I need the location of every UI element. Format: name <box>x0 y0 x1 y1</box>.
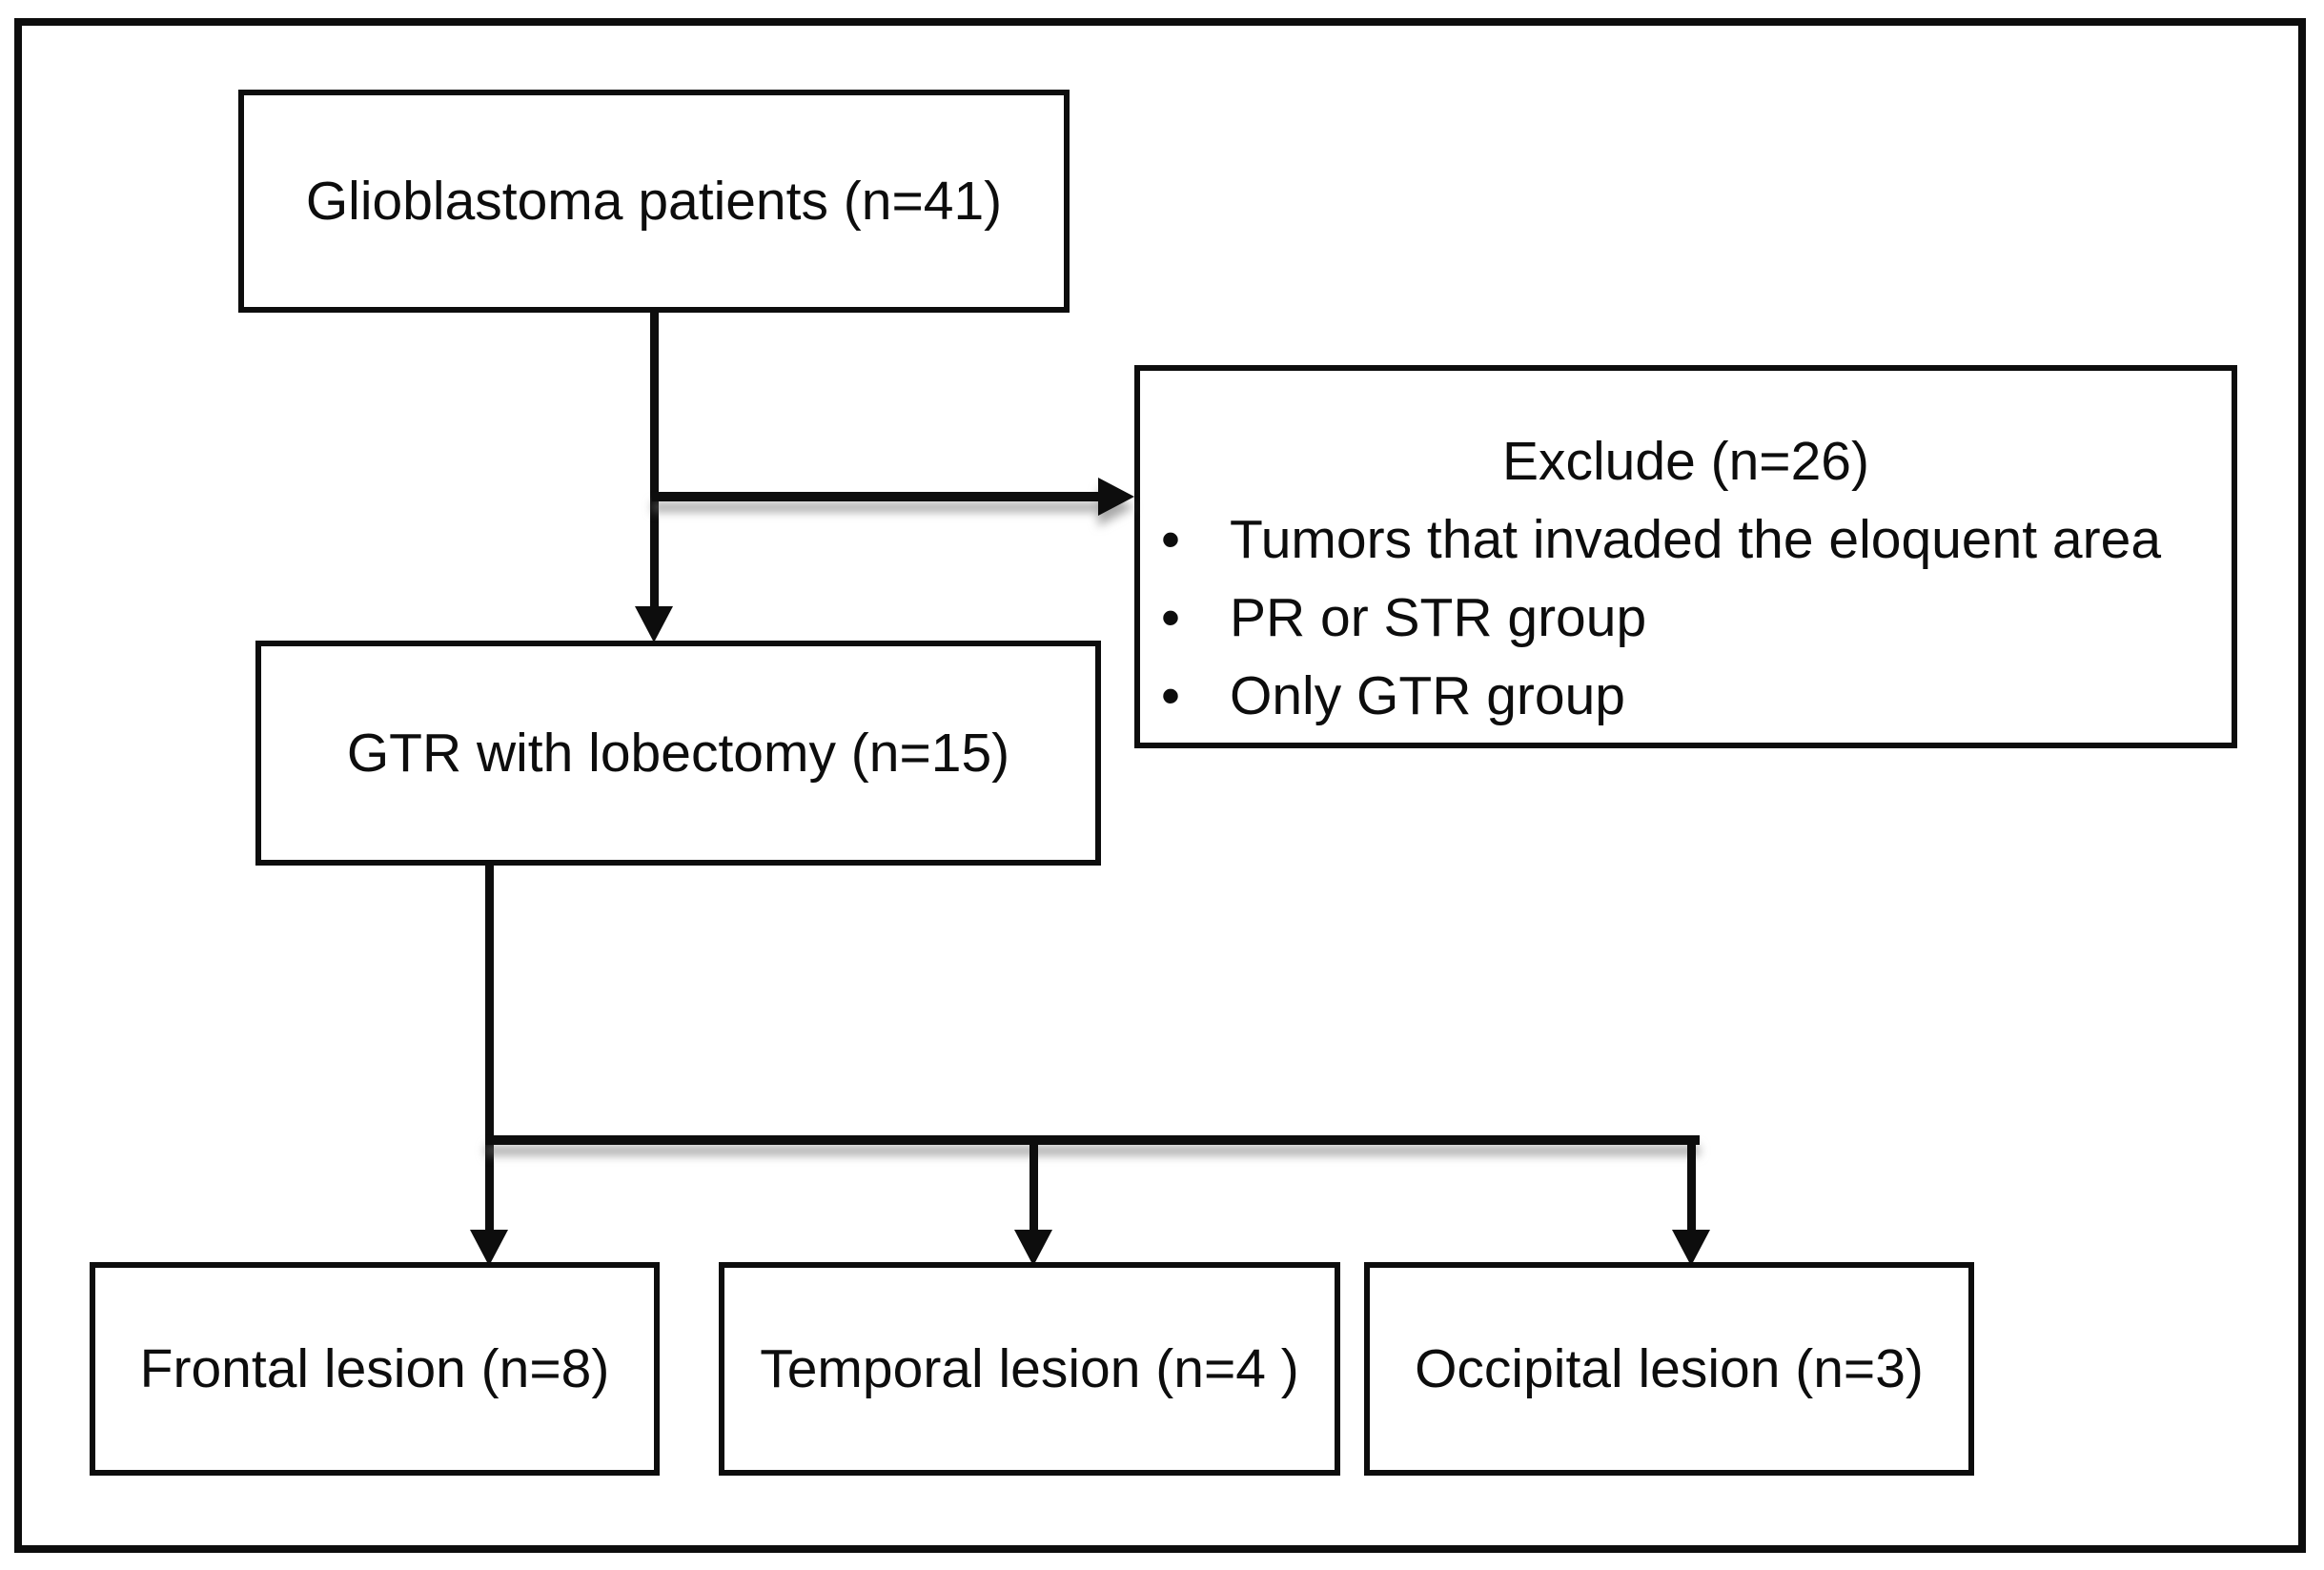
box-occipital-lesion-label: Occipital lesion (n=3) <box>1415 1337 1924 1399</box>
box-gtr-with-lobectomy: GTR with lobectomy (n=15) <box>255 641 1101 866</box>
exclude-item-text: Tumors that invaded the eloquent area <box>1230 509 2162 570</box>
exclude-item-row: • Tumors that invaded the eloquent area <box>1140 500 2232 579</box>
figure-border <box>14 18 2306 1553</box>
connector-top-to-gtr <box>650 311 659 612</box>
box-glioblastoma-patients: Glioblastoma patients (n=41) <box>238 90 1070 313</box>
box-gtr-with-lobectomy-label: GTR with lobectomy (n=15) <box>346 722 1010 784</box>
box-frontal-lesion-label: Frontal lesion (n=8) <box>139 1337 610 1399</box>
connector-branch-to-occipital <box>1687 1145 1696 1234</box>
exclude-item-text: PR or STR group <box>1230 587 1647 648</box>
bullet-icon: • <box>1161 587 1180 648</box>
arrowhead-down-icon <box>1014 1230 1052 1266</box>
box-frontal-lesion: Frontal lesion (n=8) <box>90 1262 660 1476</box>
connector-branch-line <box>485 1135 1700 1145</box>
exclude-item-row: • Only GTR group <box>1140 657 2232 735</box>
exclude-title: Exclude (n=26) <box>1502 431 1869 492</box>
arrowhead-down-icon <box>1672 1230 1710 1266</box>
exclude-item-row: • PR or STR group <box>1140 579 2232 657</box>
arrowhead-down-icon <box>470 1230 508 1266</box>
arrowhead-down-icon <box>635 606 673 642</box>
connector-branch-to-temporal <box>1029 1145 1038 1234</box>
connector-gtr-to-frontal <box>485 863 494 1234</box>
arrowhead-right-icon <box>1098 478 1134 516</box>
box-temporal-lesion: Temporal lesion (n=4 ) <box>719 1262 1340 1476</box>
box-temporal-lesion-label: Temporal lesion (n=4 ) <box>760 1337 1299 1399</box>
box-exclude: Exclude (n=26) • Tumors that invaded the… <box>1134 365 2237 748</box>
connector-to-exclude-line <box>652 492 1100 501</box>
bullet-icon: • <box>1161 509 1180 570</box>
bullet-icon: • <box>1161 665 1180 726</box>
box-glioblastoma-patients-label: Glioblastoma patients (n=41) <box>305 170 1003 232</box>
box-occipital-lesion: Occipital lesion (n=3) <box>1364 1262 1974 1476</box>
exclude-item-text: Only GTR group <box>1230 665 1625 726</box>
